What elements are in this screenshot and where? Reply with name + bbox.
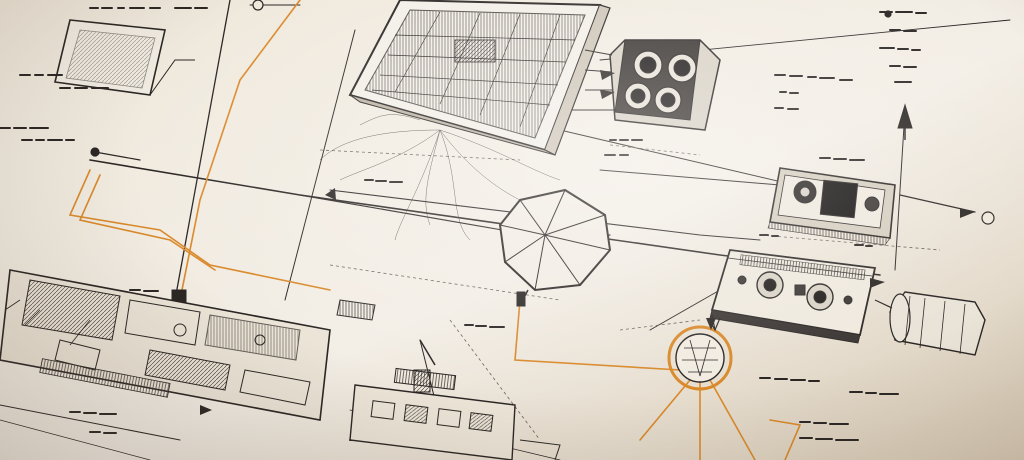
polyhedron-sphere-icon <box>498 188 612 307</box>
orange-wire-lines <box>68 0 802 460</box>
cylinder-motor-icon <box>874 291 986 356</box>
screen-module-icon <box>348 0 611 156</box>
orange-ring-sensor-icon <box>667 314 733 391</box>
circuit-board-icon <box>0 269 331 421</box>
quad-speaker-module-icon <box>584 39 721 131</box>
component-panel <box>349 367 561 460</box>
monitor-sketch <box>54 19 195 96</box>
dual-dial-module-icon <box>709 249 877 344</box>
arrow-up-icon <box>897 103 913 140</box>
terminal-nodes <box>90 0 995 225</box>
scribble-strands <box>319 114 561 241</box>
arrowheads <box>200 70 975 415</box>
display-module-icon <box>767 167 896 246</box>
